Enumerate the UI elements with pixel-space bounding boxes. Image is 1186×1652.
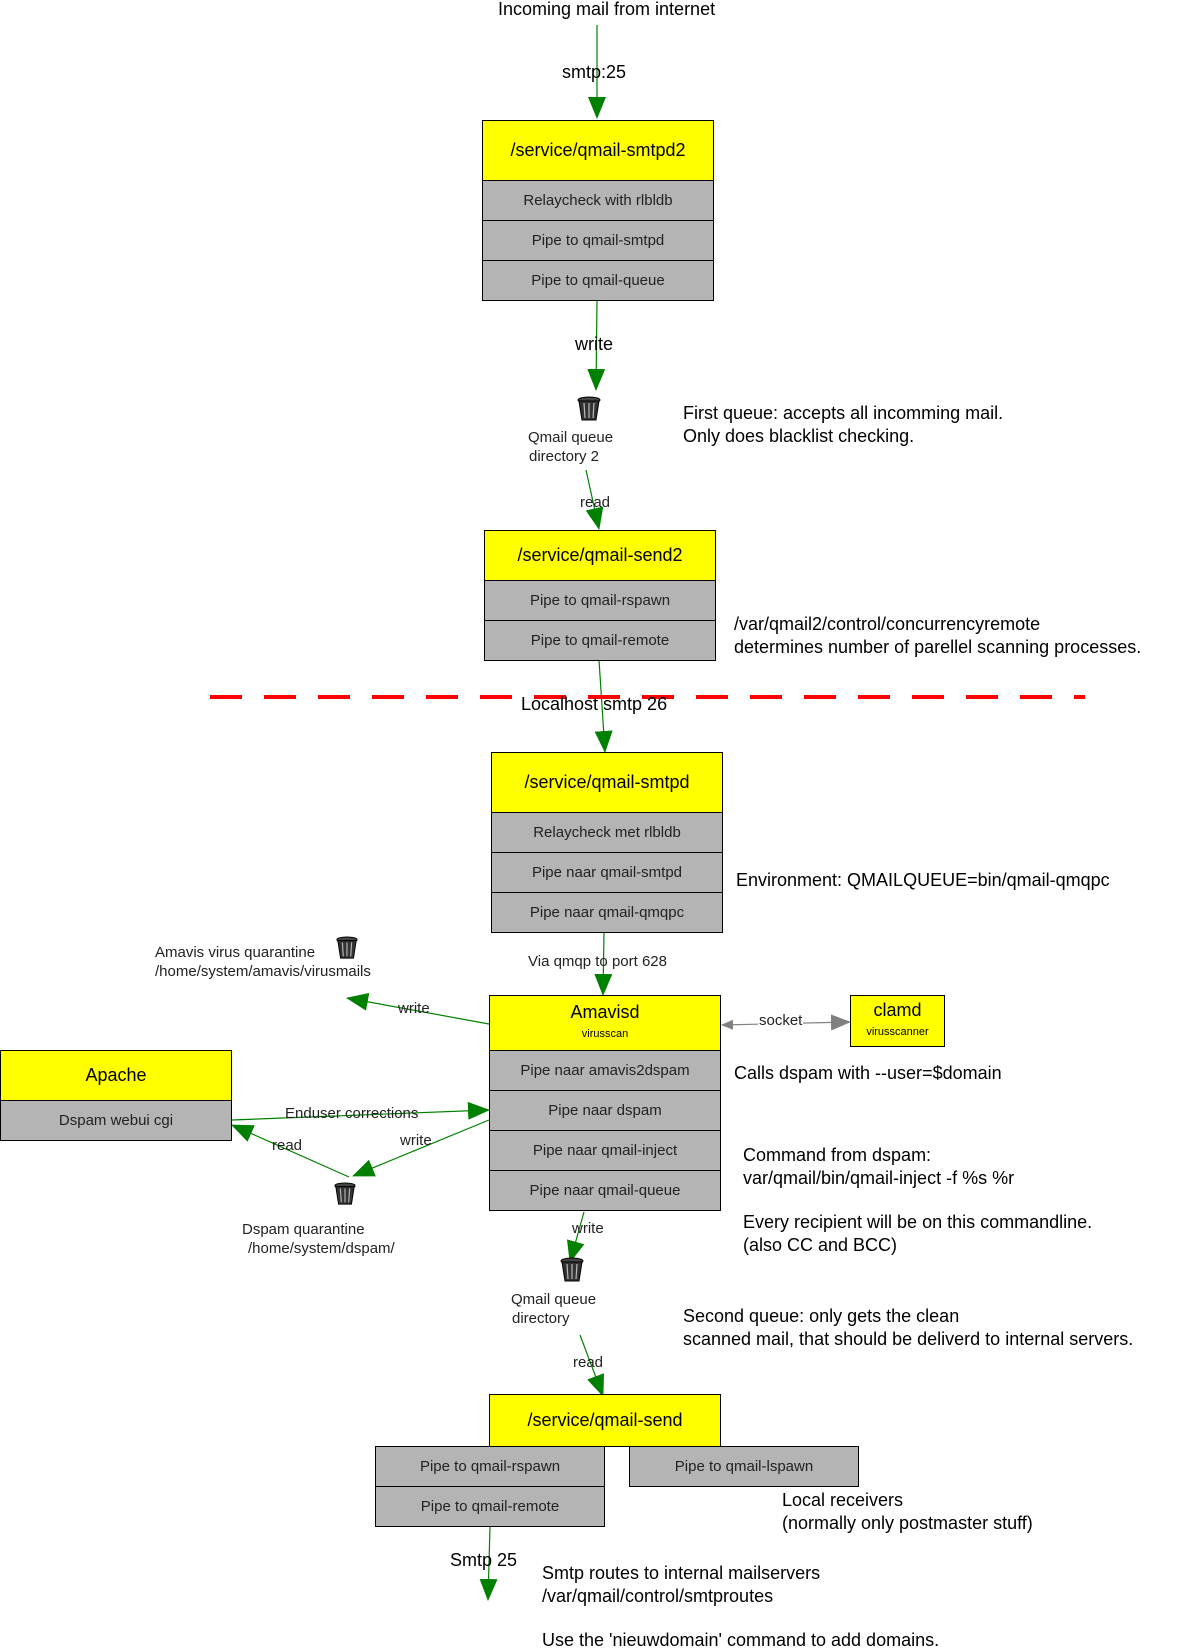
amavisd-item-3: Pipe naar qmail-inject [489,1130,721,1171]
send-local-item: Pipe to qmail-lspawn [629,1446,859,1487]
smtproutes-note-1: Smtp routes to internal mailservers [542,1563,821,1583]
command-note-1: Command from dspam: [743,1145,932,1165]
recipient-note-2: (also CC and BCC) [743,1235,898,1255]
arrow-amavisd-to-virus-quarantine [346,992,490,1025]
calls-dspam-note: Calls dspam with --user=$domain [734,1063,1002,1083]
amavis-quarantine-label-2: /home/system/amavis/virusmails [155,963,371,980]
send2-item-1: Pipe to qmail-rspawn [484,580,716,621]
smtproutes-note-2: /var/qmail/control/smtproutes [542,1586,774,1606]
trash-bin-icon [560,1257,584,1282]
incoming-label: Incoming mail from internet [498,0,716,19]
amavisd-title-box: Amavisd virusscan [489,995,721,1051]
smtpd2-title: /service/qmail-smtpd2 [482,120,714,181]
write-label-2: write [572,1220,604,1237]
smtpd2-item-1: Relaycheck with rlbldb [482,180,714,221]
local-receivers-note-2: (normally only postmaster stuff) [782,1513,1033,1533]
arrow-send-to-internal [479,1525,498,1601]
send2-item-2: Pipe to qmail-remote [484,620,716,661]
second-queue-note-1: Second queue: only gets the clean [683,1306,960,1326]
first-queue-note-2: Only does blacklist checking. [683,426,915,446]
second-queue-note-2: scanned mail, that should be deliverd to… [683,1329,1134,1349]
queue-label-2: directory [512,1310,570,1327]
write-label-1: write [575,334,614,354]
clamd-node: clamd virusscanner [850,995,945,1047]
dspam-quarantine-label-1: Dspam quarantine [242,1221,365,1238]
local-receivers-note-1: Local receivers [782,1490,904,1510]
enduser-label: Enduser corrections [285,1105,419,1122]
arrow-send2-to-smtpd [594,659,613,753]
smtpd-item-1: Relaycheck met rlbldb [491,812,723,853]
amavisd-subtitle: virusscan [581,1028,629,1040]
concurrency-note-2: determines number of parellel scanning p… [734,637,1142,657]
localhost-label: Localhost smtp 26 [521,694,668,714]
arrow-smtpd-to-amavisd [594,931,613,996]
arrow-dspam-quarantine-to-apache [231,1124,350,1178]
command-note-2: var/qmail/bin/qmail-inject -f %s %r [743,1168,1015,1188]
arrow-queue2-to-send2 [585,469,604,530]
clamd-title: clamd [873,1000,922,1020]
arrow-apache-to-amavisd [231,1101,490,1121]
smtp25b-label: Smtp 25 [450,1550,518,1570]
concurrency-note-1: /var/qmail2/control/concurrencyremote [734,614,1041,634]
read-dspam-label: read [272,1137,303,1154]
clamd-subtitle: virusscanner [866,1026,929,1038]
send-title: /service/qmail-send [489,1394,721,1447]
arrow-amavisd-to-queue [566,1211,585,1263]
write-dspam-label: write [400,1132,432,1149]
arrow-amavisd-to-dspam-quarantine [352,1119,490,1177]
queue-label-1: Qmail queue [511,1291,597,1308]
arrow-smtpd2-to-queue2 [587,299,606,391]
smtpd-item-3: Pipe naar qmail-qmqpc [491,892,723,933]
read-label-1: read [580,494,611,511]
apache-title: Apache [0,1050,232,1101]
trash-bin-icon [336,936,358,959]
amavisd-item-2: Pipe naar dspam [489,1090,721,1131]
smtpd-item-2: Pipe naar qmail-smtpd [491,852,723,893]
send-item-1: Pipe to qmail-rspawn [375,1446,605,1487]
apache-item-1: Dspam webui cgi [0,1100,232,1141]
send2-title: /service/qmail-send2 [484,530,716,581]
nieuwdomain-note: Use the 'nieuwdomain' command to add dom… [542,1630,940,1650]
amavisd-item-1: Pipe naar amavis2dspam [489,1050,721,1091]
read-label-2: read [573,1354,604,1371]
amavisd-title: Amavisd [570,1002,640,1022]
write-virus-label: write [398,1000,430,1017]
smtpd-title: /service/qmail-smtpd [491,752,723,813]
smtpd2-item-2: Pipe to qmail-smtpd [482,220,714,261]
smtpd2-item-3: Pipe to qmail-queue [482,260,714,301]
queue2-label-2: directory 2 [529,448,600,465]
socket-label: socket [758,1012,804,1029]
recipient-note-1: Every recipient will be on this commandl… [743,1212,1093,1232]
send-item-2: Pipe to qmail-remote [375,1486,605,1527]
trash-bin-icon [577,396,601,421]
amavis-quarantine-label-1: Amavis virus quarantine [155,944,316,961]
queue2-label-1: Qmail queue [528,429,614,446]
arrow-queue-to-send [579,1334,605,1397]
trash-bin-icon [334,1182,356,1205]
smtp25-label: smtp:25 [562,62,627,82]
first-queue-note-1: First queue: accepts all incomming mail. [683,403,1004,423]
environment-note: Environment: QMAILQUEUE=bin/qmail-qmqpc [736,870,1110,890]
dspam-quarantine-label-2: /home/system/dspam/ [248,1240,395,1257]
via-qmqp-label: Via qmqp to port 628 [528,953,667,970]
amavisd-item-4: Pipe naar qmail-queue [489,1170,721,1211]
